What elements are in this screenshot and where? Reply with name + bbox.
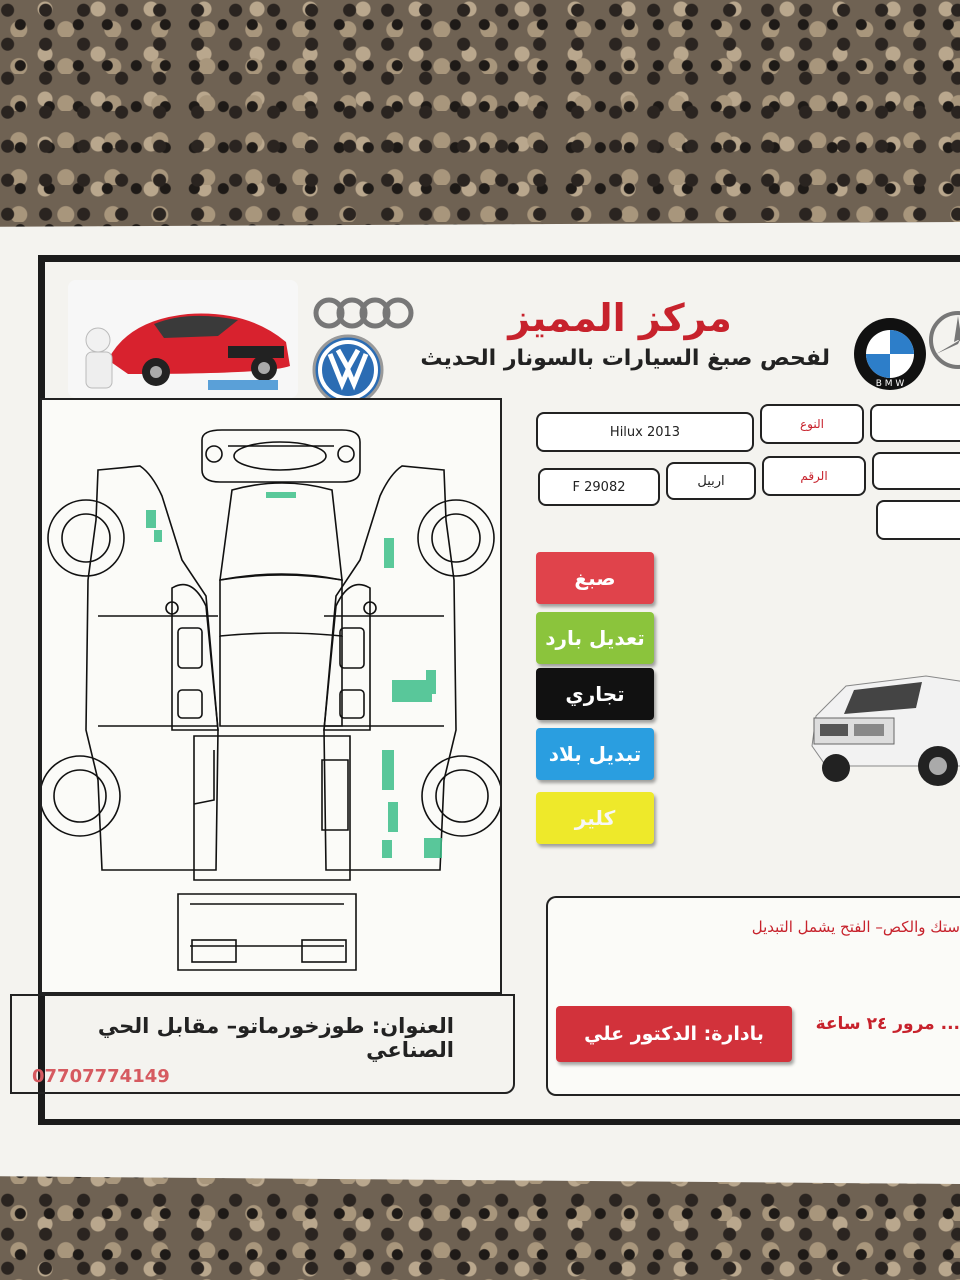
volkswagen-logo bbox=[312, 334, 384, 406]
phone-number: 07707774149 bbox=[32, 1066, 170, 1087]
blank-field-1 bbox=[870, 404, 960, 442]
mercedes-logo bbox=[929, 311, 960, 369]
number-label-field: الرقم bbox=[762, 456, 866, 496]
legend-paint: صبغ bbox=[536, 552, 654, 604]
plate-number-value: F 29082 bbox=[572, 479, 626, 495]
type-label-field: النوع bbox=[760, 404, 864, 444]
vehicle-model-value: Hilux 2013 bbox=[609, 424, 681, 440]
city-field: اربيل bbox=[666, 462, 756, 500]
legend-clear-label: كلير bbox=[574, 806, 616, 830]
car-damage-diagram bbox=[39, 398, 503, 994]
front-view bbox=[201, 429, 361, 483]
note-text: ستك والكص– الفتح يشمل التبديل bbox=[751, 918, 960, 936]
inspection-markings bbox=[146, 492, 442, 858]
audi-logo bbox=[313, 297, 414, 329]
shop-tagline: لفحص صبغ السيارات بالسونار الحديث bbox=[420, 346, 830, 371]
svg-text:B M W: B M W bbox=[876, 379, 905, 389]
bmw-logo: B M W bbox=[854, 318, 926, 390]
plate-number-field: F 29082 bbox=[538, 468, 660, 506]
legend-replacement-label: تبديل بلاد bbox=[548, 742, 642, 766]
blank-field-3 bbox=[876, 500, 960, 540]
legend-aftermarket-label: تجاري bbox=[565, 682, 625, 706]
city-value: اربيل bbox=[697, 473, 725, 489]
pickup-truck-image bbox=[811, 675, 960, 786]
manager-text: بادارة: الدكتور علي bbox=[584, 1023, 764, 1045]
top-view-cab bbox=[177, 482, 357, 971]
legend-aftermarket: تجاري bbox=[536, 668, 654, 720]
validity-text: ... مرور ٢٤ ساعة bbox=[815, 1014, 960, 1034]
address-text: العنوان: طوزخورماتو– مقابل الحي الصناعي bbox=[97, 1014, 454, 1062]
manager-badge: بادارة: الدكتور علي bbox=[556, 1006, 792, 1062]
address-box bbox=[10, 994, 515, 1094]
right-side-view bbox=[323, 465, 503, 871]
left-side-view bbox=[39, 465, 219, 871]
notes-box bbox=[546, 896, 960, 1096]
hero-car-image bbox=[68, 280, 298, 398]
legend-replacement: تبديل بلاد bbox=[536, 728, 654, 780]
blank-field-2 bbox=[872, 452, 960, 490]
type-label: النوع bbox=[800, 417, 824, 431]
legend-paint-label: صبغ bbox=[574, 566, 616, 590]
legend-cold-repair: تعديل بارد bbox=[536, 612, 654, 664]
number-label: الرقم bbox=[800, 469, 828, 483]
vehicle-model-field: Hilux 2013 bbox=[536, 412, 754, 452]
legend-clear: كلير bbox=[536, 792, 654, 844]
shop-name: مركز المميز bbox=[508, 296, 732, 340]
legend-cold-repair-label: تعديل بارد bbox=[545, 626, 645, 650]
